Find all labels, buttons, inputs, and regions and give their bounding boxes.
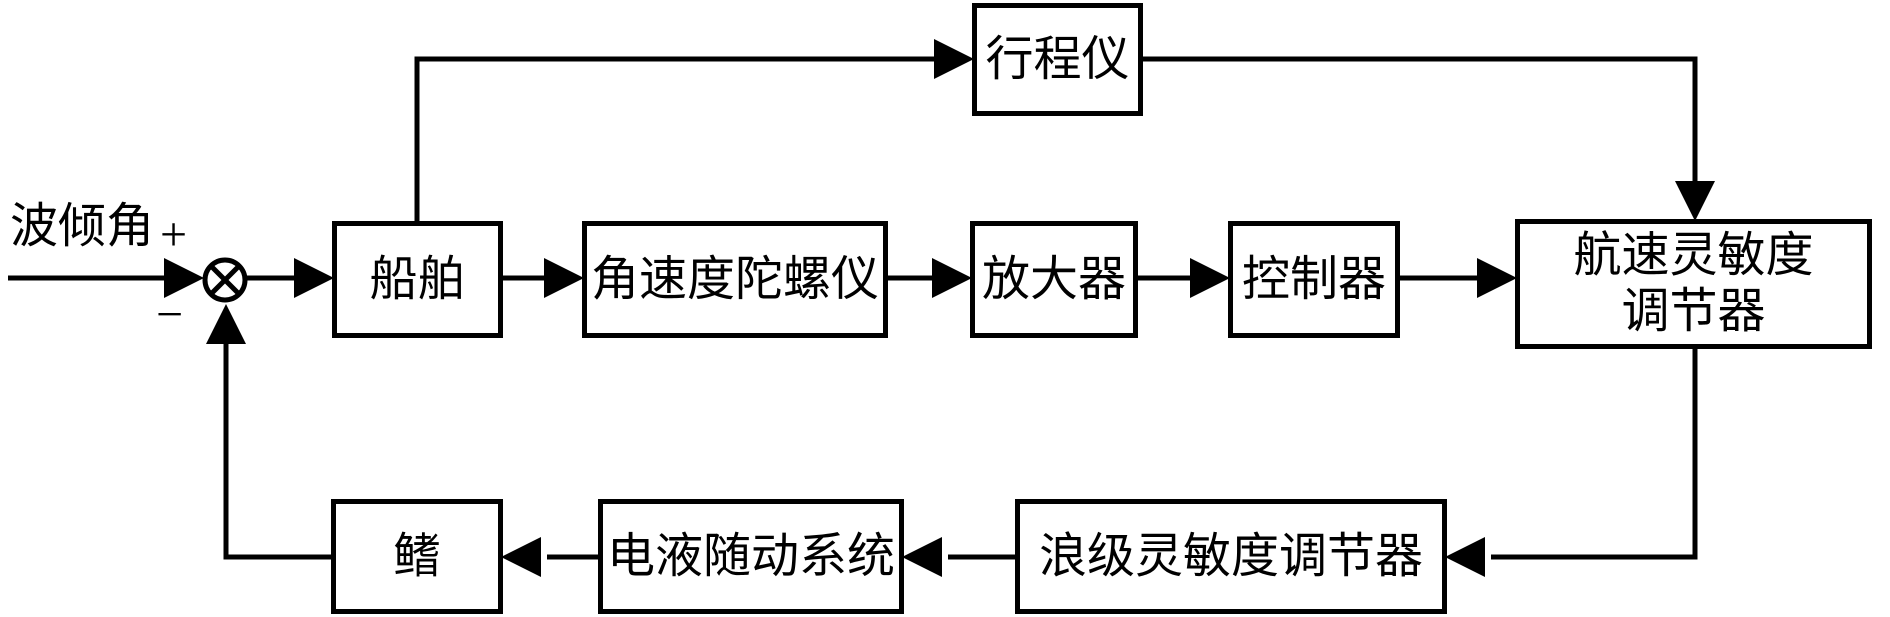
input-signal-label: 波倾角 bbox=[10, 200, 155, 253]
block-fin: 鳍 bbox=[331, 499, 503, 614]
minus-sign-label: − bbox=[156, 288, 184, 341]
arrowhead-into-ship bbox=[294, 258, 334, 298]
block-servo-label: 电液随动系统 bbox=[606, 529, 895, 583]
arrowhead-into-wave-regulator bbox=[1445, 537, 1485, 577]
block-gyro-label: 角速度陀螺仪 bbox=[590, 252, 879, 306]
log-meter-to-speed-regulator-line bbox=[1140, 56, 1698, 187]
block-log-meter: 行程仪 bbox=[972, 3, 1143, 116]
plus-sign-label: + bbox=[160, 208, 188, 261]
block-amplifier: 放大器 bbox=[970, 221, 1138, 338]
arrowhead-down-into-speed-regulator bbox=[1675, 181, 1715, 221]
block-controller-label: 控制器 bbox=[1241, 252, 1386, 306]
block-speed-regulator-label: 航速灵敏度 调节器 bbox=[1573, 228, 1813, 340]
ship-to-log-meter-line bbox=[414, 56, 940, 224]
block-speed-regulator-label-line1: 航速灵敏度 bbox=[1573, 229, 1814, 282]
block-log-meter-label: 行程仪 bbox=[985, 32, 1130, 86]
block-amplifier-label: 放大器 bbox=[981, 252, 1126, 306]
speed-regulator-to-wave-regulator-line bbox=[1491, 345, 1698, 560]
fin-to-junction-line bbox=[223, 310, 334, 560]
block-ship-label: 船舶 bbox=[369, 252, 466, 306]
arrowhead-up-into-junction bbox=[206, 304, 246, 344]
block-ship: 船舶 bbox=[332, 221, 503, 338]
arrowhead-into-controller bbox=[1190, 258, 1230, 298]
arrowhead-into-amplifier bbox=[932, 258, 972, 298]
block-electrohydraulic-servo-system: 电液随动系统 bbox=[598, 499, 904, 614]
block-speed-regulator-label-line2: 调节器 bbox=[1621, 285, 1766, 338]
block-controller: 控制器 bbox=[1228, 221, 1400, 338]
arrowhead-into-speed-regulator bbox=[1477, 258, 1517, 298]
arrowhead-into-fin bbox=[501, 537, 541, 577]
arrowhead-into-gyro bbox=[544, 258, 584, 298]
block-fin-label: 鳍 bbox=[392, 529, 441, 583]
summing-junction-icon bbox=[202, 257, 248, 303]
block-wave-regulator-label: 浪级灵敏度调节器 bbox=[1038, 529, 1423, 583]
arrowhead-into-log-meter bbox=[934, 39, 974, 79]
block-wave-sensitivity-regulator: 浪级灵敏度调节器 bbox=[1015, 499, 1447, 614]
arrowhead-into-junction bbox=[164, 258, 204, 298]
arrowhead-into-servo bbox=[902, 537, 942, 577]
block-angular-rate-gyro: 角速度陀螺仪 bbox=[582, 221, 888, 338]
block-speed-sensitivity-regulator: 航速灵敏度 调节器 bbox=[1515, 219, 1872, 349]
